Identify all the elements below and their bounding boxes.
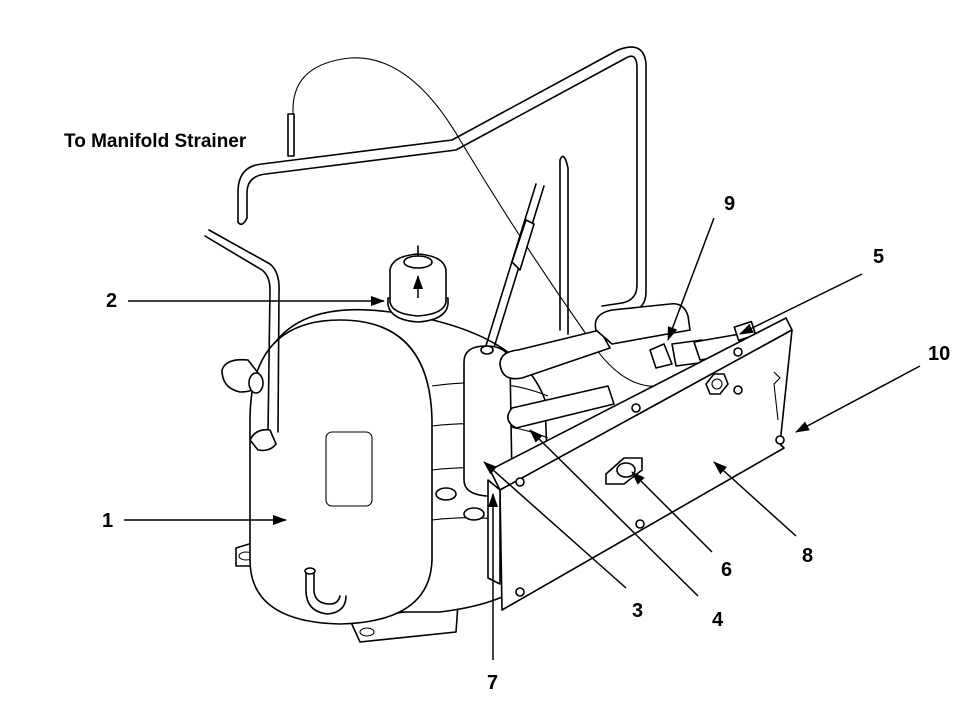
callout-2: 2 xyxy=(106,290,117,312)
title-label: To Manifold Strainer xyxy=(64,131,247,152)
callout-8: 8 xyxy=(802,545,813,567)
callout-5: 5 xyxy=(873,246,884,268)
callout-10: 10 xyxy=(928,343,950,365)
labels: To Manifold Strainer 1 2 3 4 5 6 7 8 9 1… xyxy=(64,131,950,694)
callout-6: 6 xyxy=(721,559,732,581)
callout-9: 9 xyxy=(724,193,735,215)
callout-3: 3 xyxy=(632,600,643,622)
callout-7: 7 xyxy=(487,672,498,694)
strainer-stub xyxy=(287,113,295,157)
callout-4: 4 xyxy=(712,609,724,631)
receiver-cylinder xyxy=(463,183,545,497)
callout-leaders xyxy=(124,217,921,660)
top-fitting xyxy=(387,245,449,323)
callout-1: 1 xyxy=(102,510,113,532)
